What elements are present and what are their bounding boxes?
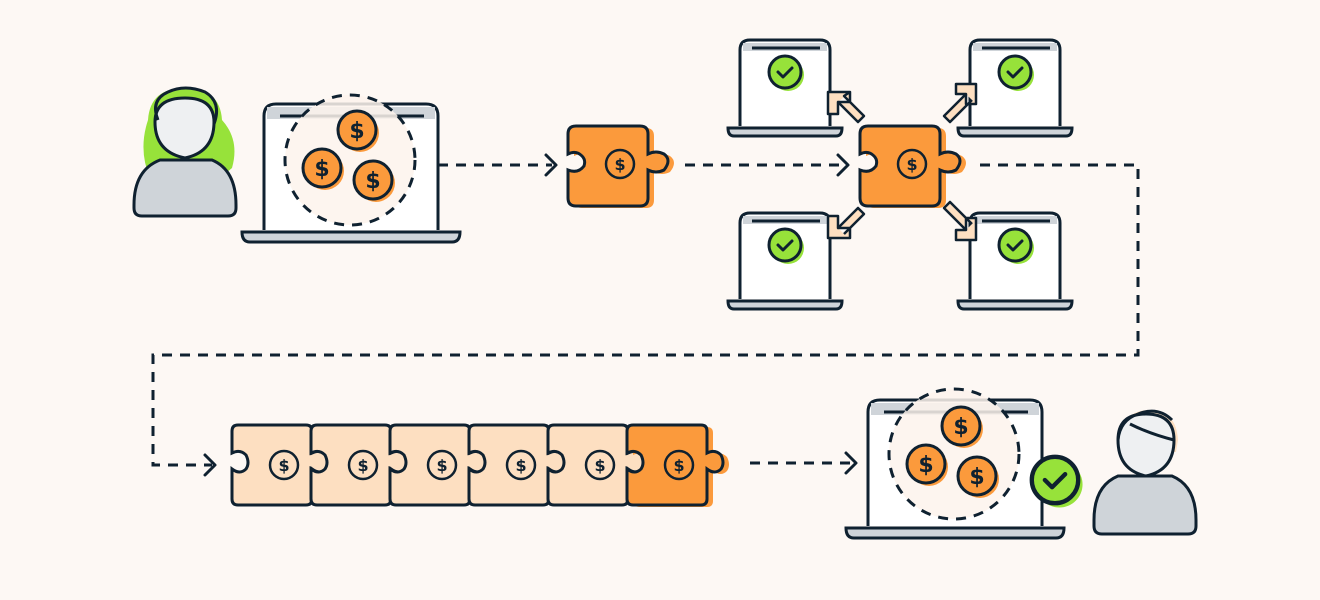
arrowhead-icon [836,153,850,177]
receiver-person [1092,409,1198,536]
coin-icon [905,443,950,488]
coin-icon [940,405,985,450]
receiver-laptop [844,387,1066,540]
arrowhead-icon [544,153,558,177]
coin-icon [352,159,397,204]
coin-icon [956,455,1001,500]
arrow-down-left-icon [826,206,866,240]
flow-connectors [151,163,1140,467]
check-icon [1032,457,1083,508]
check-icon [997,54,1036,93]
arrow-up-right-icon [942,82,978,124]
sender-face [153,96,216,160]
receiver-body [1092,474,1198,536]
receiver-face [1116,412,1176,478]
arrowhead-icon [844,451,858,475]
transaction-block [566,124,674,208]
chain-block-new [625,423,729,507]
broadcast-block [858,124,966,208]
blockchain [230,423,729,507]
check-icon [997,227,1036,266]
check-icon [767,227,806,266]
check-icon [767,54,806,93]
sender-person [132,86,238,218]
sender-laptop [240,93,462,244]
coin-icon [301,147,346,192]
arrowhead-icon [203,453,217,477]
edge-broadcast-to-chain [151,163,1140,467]
arrowheads [203,153,858,477]
validator-network [726,38,1074,311]
coin-icon [336,109,381,154]
sender-body [132,158,238,218]
verified-badge [1032,457,1083,508]
arrow-up-left-icon [826,90,866,124]
arrow-down-right-icon [942,200,978,242]
